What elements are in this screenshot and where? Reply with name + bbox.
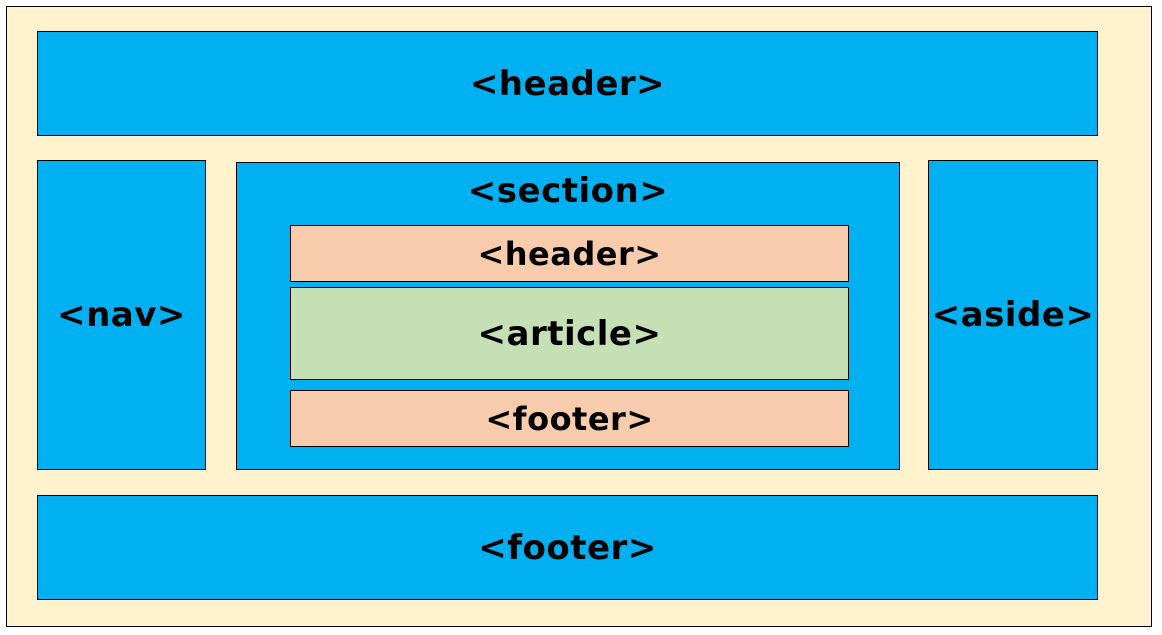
article-block: <article>: [290, 287, 849, 380]
nav-block: <nav>: [37, 160, 206, 470]
header-block: <header>: [37, 31, 1098, 136]
section-label: <section>: [467, 171, 669, 211]
aside-label: <aside>: [931, 295, 1095, 335]
footer-block: <footer>: [37, 495, 1098, 600]
section-footer-block: <footer>: [290, 390, 849, 447]
header-label: <header>: [469, 63, 666, 104]
nav-label: <nav>: [57, 295, 186, 335]
footer-label: <footer>: [478, 527, 657, 568]
aside-block: <aside>: [928, 160, 1098, 470]
section-header-block: <header>: [290, 225, 849, 282]
section-footer-label: <footer>: [485, 399, 654, 438]
section-header-label: <header>: [477, 234, 662, 273]
article-label: <article>: [477, 313, 662, 354]
